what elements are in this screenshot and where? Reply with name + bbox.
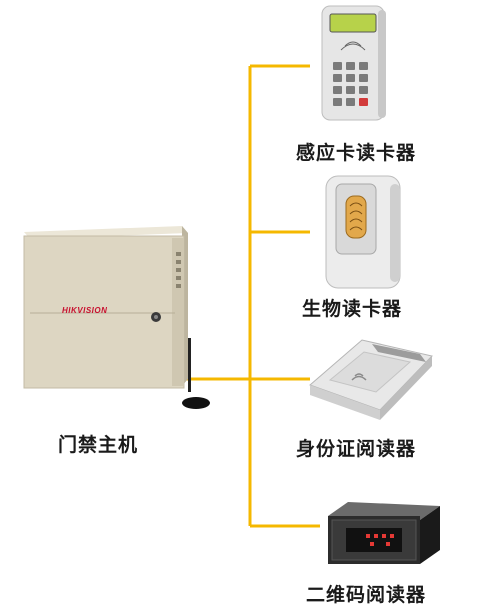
reader-label-id-card: 身份证阅读器 bbox=[296, 438, 417, 460]
reader-label-card: 感应卡读卡器 bbox=[296, 142, 417, 164]
brand-logo: HIKVISION bbox=[62, 306, 108, 315]
controller-label: 门禁主机 bbox=[58, 434, 139, 456]
keypad-card-reader-icon bbox=[321, 5, 386, 121]
id-card-reader-icon bbox=[309, 339, 433, 420]
qr-code-reader-icon bbox=[328, 502, 440, 564]
fingerprint-reader-icon bbox=[325, 175, 401, 289]
reader-label-qr: 二维码阅读器 bbox=[306, 584, 427, 606]
access-controller-icon bbox=[23, 226, 210, 409]
connector-lines bbox=[186, 64, 320, 528]
reader-label-biometric: 生物读卡器 bbox=[302, 298, 403, 320]
antenna-icon bbox=[188, 338, 191, 392]
